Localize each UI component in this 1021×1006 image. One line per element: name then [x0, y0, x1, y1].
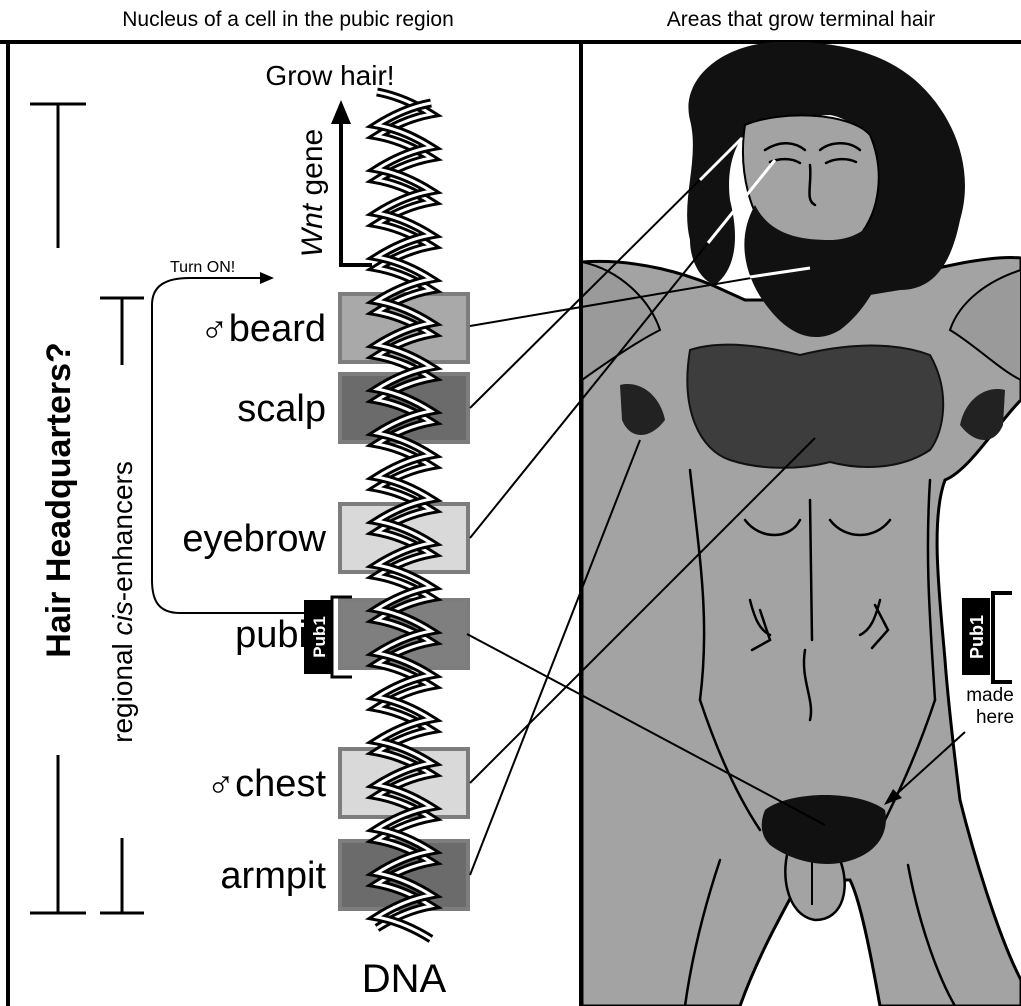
- hair-headquarters-label: Hair Headquarters?: [40, 342, 78, 658]
- enhancer-label-chest: ♂chest: [207, 763, 327, 805]
- hair-headquarters-bracket: Hair Headquarters?: [30, 104, 86, 913]
- enhancer-name-scalp: scalp: [237, 388, 326, 430]
- enhancers-prefix: regional: [107, 635, 138, 742]
- gene-suffix: gene: [296, 129, 329, 204]
- enhancers-label: regional cis-enhancers: [107, 461, 138, 743]
- enhancer-name-eyebrow: eyebrow: [182, 518, 326, 560]
- enhancer-label-eyebrow: eyebrow: [182, 518, 326, 560]
- male-symbol: ♂: [207, 763, 236, 805]
- enhancers-bracket: regional cis-enhancers: [100, 298, 144, 913]
- enhancer-name-armpit: armpit: [220, 855, 326, 897]
- figure-illustration: [582, 42, 1021, 1006]
- enhancer-label-scalp: scalp: [237, 388, 326, 430]
- pub1-label: Pub1: [310, 616, 329, 658]
- wnt-gene-label: Wnt gene: [296, 129, 329, 257]
- grow-hair-label: Grow hair!: [265, 60, 394, 91]
- dna-label: DNA: [362, 957, 447, 1001]
- turn-on-label: Turn ON!: [170, 259, 235, 276]
- enhancer-name-chest: chest: [235, 763, 326, 805]
- enhancer-label-armpit: armpit: [220, 855, 326, 897]
- pub1-right-label: Pub1: [967, 615, 987, 659]
- enhancers-cis: cis: [107, 601, 138, 635]
- wnt-gene-arrow: Wnt gene: [296, 100, 372, 265]
- male-symbol: ♂: [200, 308, 229, 350]
- enhancer-label-beard: ♂beard: [200, 308, 326, 350]
- here-label: here: [976, 707, 1014, 728]
- chest-hair: [687, 345, 943, 468]
- enhancer-name-beard: beard: [229, 308, 326, 350]
- made-label: made: [966, 685, 1014, 706]
- enhancers-suffix: -enhancers: [107, 461, 138, 601]
- right-panel-title: Areas that grow terminal hair: [667, 8, 935, 31]
- wnt-italic: Wnt: [296, 202, 329, 257]
- left-panel-title: Nucleus of a cell in the pubic region: [122, 8, 454, 31]
